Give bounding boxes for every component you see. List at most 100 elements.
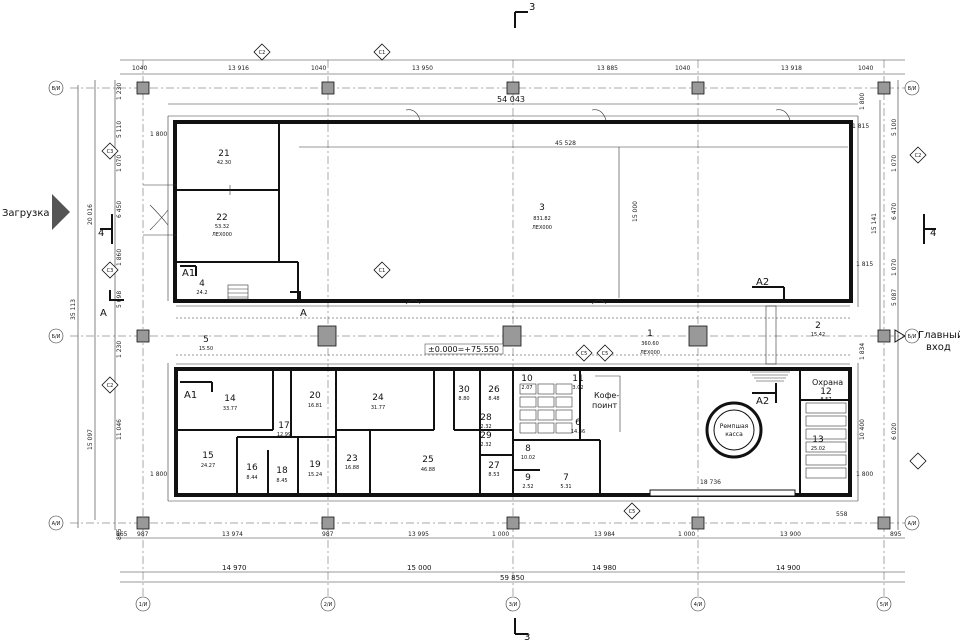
room-11-area: 3.02 [572,385,583,391]
room-8-area: 10.02 [521,455,535,461]
upper-interior-walls [143,124,848,300]
room-15-num: 15 [202,451,213,461]
inner-dim-45528: 45 528 [555,140,576,147]
room-30-area: 8.80 [458,396,469,402]
overall-bottom-dim: 59 850 [500,574,525,582]
bottom-dimensions: 865 987 13 974 987 13 995 1 000 13 984 1… [116,511,902,582]
dim-1800-bottom: 1 800 [150,471,167,478]
left-dim-0: 1 230 [116,83,123,100]
axis-row-right-v: В/И [908,86,917,92]
right-dim-2: 1 070 [891,155,898,172]
section-mark-top: 3 [529,2,535,13]
axis-row-left-a: А/И [52,521,61,527]
bot-dim-4: 13 995 [408,531,429,538]
room-25-area: 46.88 [421,467,435,473]
bot-dim-0: 865 [116,531,128,538]
grid-axes [70,60,905,600]
right-dim-7: 10 400 [859,419,866,440]
right-dim-8: 6 020 [891,423,898,440]
cut-c5-bottom: С5 [629,509,636,515]
bot-dim-3: 987 [322,531,334,538]
room-20-num: 20 [309,391,321,401]
toilet-cubicles [519,383,573,434]
axis-row-left-v: В/И [52,86,61,92]
cashier-symbol [705,401,763,459]
room-10-area: 2.07 [521,385,532,391]
coffee-label-1: Кофе- [594,391,619,400]
cut-c5-a: С5 [581,351,588,357]
room-24-area: 31.77 [371,405,385,411]
room-22-num: 22 [216,213,227,223]
elevation-box [424,343,504,355]
right-dimensions: 1 800 5 100 1 070 6 470 1 070 5 087 1 83… [852,93,898,440]
axis-row-right-b: Б/И [908,334,917,340]
room-14-num: 14 [224,394,236,404]
room-28-num: 28 [480,413,492,423]
room-labels: 1 360.60 ЛЕХ000 2 15.42 3 831.82 ЛЕХ000 … [196,149,843,490]
cut-c2-top: С2 [259,50,266,56]
room-5-num: 5 [203,335,209,345]
room-7-area: 5.31 [560,484,571,490]
section-mark-right: 4 [930,228,936,239]
axis-col-5: 5/И [880,602,889,608]
bot-dim-7: 1 000 [678,531,695,538]
section-mark-bottom: 3 [524,632,530,642]
room-23-num: 23 [346,454,357,464]
lower-interior-walls [177,371,848,493]
coffee-label-2: поинт [592,401,618,410]
axis-row-left-b: Б/И [52,334,61,340]
bot-dim2-1: 15 000 [407,564,432,572]
room-11-num: 11 [572,374,583,384]
room-17-area: 12.99 [277,432,291,438]
main-entrance-label-2: вход [926,342,951,353]
left-dim-1: 5 110 [116,121,123,138]
cash-label-1: Ремпшая [720,423,749,430]
room-12-name: Охрана [812,378,843,387]
room-17-num: 17 [278,421,289,431]
inner-dimensions: 45 528 15 000 1 800 1 800 1 815 1 800 18… [150,131,873,486]
entrance-stairs [750,371,790,382]
bot-dim-5: 1 000 [492,531,509,538]
room-6-num: 6 [575,418,581,428]
room-2-area: 15.42 [811,332,825,338]
section-arrows [100,11,936,635]
section-a1-top: A1 [182,268,195,279]
room-12-area: 8.57 [820,397,831,403]
bot-dim-9: 558 [836,511,848,518]
top-dim-7: 1040 [858,65,873,72]
room-12-num: 12 [820,387,831,397]
lockers [805,402,847,479]
room-9-num: 9 [525,473,531,483]
right-dim-6: 1 834 [859,343,866,360]
room-27-num: 27 [488,461,499,471]
room-19-area: 15.24 [308,472,322,478]
left-dim-2: 1 070 [116,155,123,172]
cut-c2-left: С2 [107,383,114,389]
right-dim-1: 5 100 [891,119,898,136]
load-arrow-icon [52,194,70,230]
room-23-area: 16.88 [345,465,359,471]
room-26-area: 8.48 [488,396,499,402]
room-21-area: 42.30 [217,160,231,166]
left-overall-1: 35 113 [70,299,77,320]
dim-1800-right: 1 800 [856,471,873,478]
elevation-mark: ±0.000=+75.550 [428,345,499,354]
room-21-num: 21 [218,149,229,159]
room-8-num: 8 [525,444,531,454]
exterior-walls [167,115,859,502]
room-15-area: 24.27 [201,463,215,469]
room-26-num: 26 [488,385,500,395]
room-5-area: 15.50 [199,346,213,352]
left-dim-6: 1 230 [116,341,123,358]
main-entrance-label-1: Главный [918,330,960,341]
room-29-num: 29 [480,431,492,441]
room-9-area: 2.52 [522,484,533,490]
axis-row-right-a: А/И [908,521,917,527]
axis-col-2: 2/И [324,602,333,608]
room-20-area: 16.81 [308,403,322,409]
overall-top-dim: 54 043 [497,95,525,104]
room-16-area: 8.44 [246,475,257,481]
room-1-num: 1 [647,329,653,339]
room-4-area: 24.2 [196,290,207,296]
cut-c1-mid: С1 [379,268,386,274]
